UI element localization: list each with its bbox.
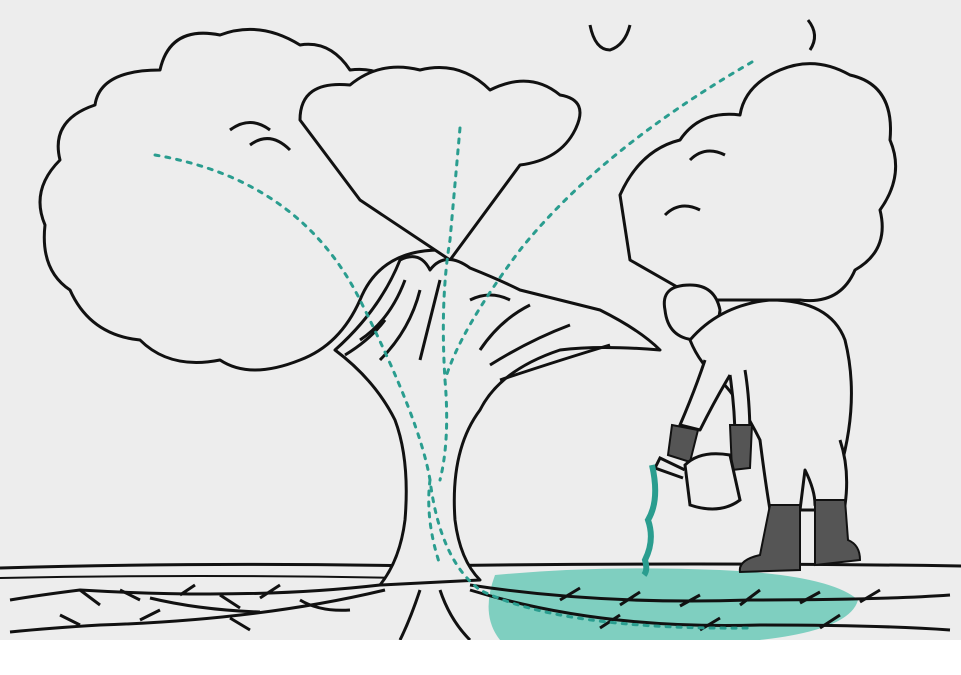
soil-absorption-patch <box>489 568 858 640</box>
illustration-canvas <box>0 0 961 640</box>
caption-strip <box>0 640 961 675</box>
